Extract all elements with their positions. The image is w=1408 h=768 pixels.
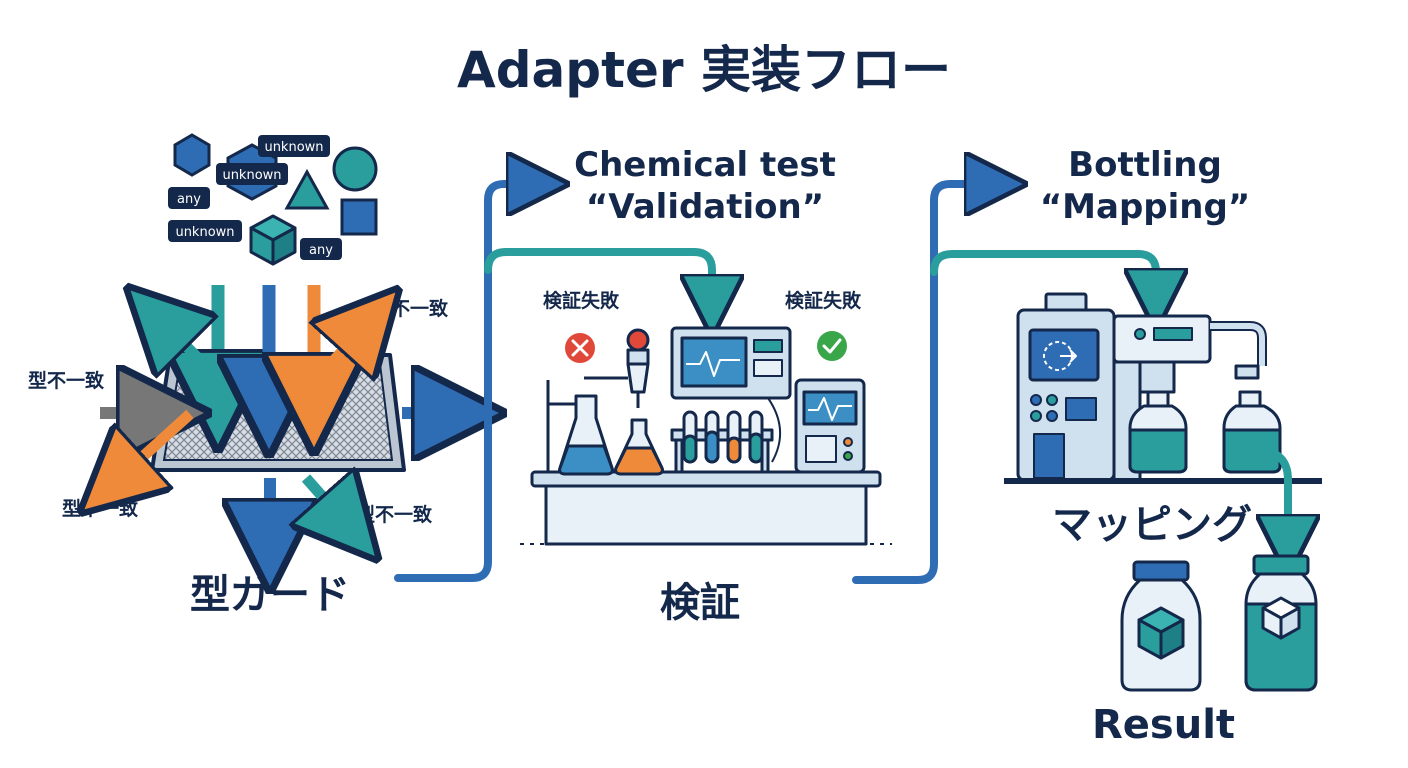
- dropper-icon: [584, 328, 650, 408]
- analyzer-machine-icon: [794, 378, 866, 474]
- tag-text: any: [309, 243, 333, 258]
- circle-shape-icon: [332, 146, 378, 192]
- mapping-label: マッピング: [1052, 502, 1252, 548]
- lab-bench: [520, 470, 892, 546]
- deflect-arrow-orange-down: [128, 409, 194, 470]
- output-arrow-down-right: [306, 478, 336, 512]
- tag-text: unknown: [222, 168, 281, 183]
- cube-shape-icon: [249, 214, 297, 266]
- result-bottle-clear-icon: [1120, 560, 1202, 692]
- unknown-tag: unknown: [216, 163, 288, 185]
- unknown-tag: unknown: [258, 135, 330, 157]
- deflect-arrow-orange: [318, 336, 356, 378]
- bottling-machine-icon: [1004, 292, 1322, 484]
- tag-text: any: [177, 192, 201, 207]
- output-arrow-to-result: [1256, 446, 1288, 530]
- mapping-heading-line1: Bottling: [1068, 145, 1222, 185]
- any-tag: any: [168, 187, 210, 209]
- validation-heading-line1: Chemical test: [574, 145, 836, 185]
- validation-status-right: 検証失敗: [785, 290, 862, 312]
- bottle-on-line-icon: [1128, 390, 1188, 474]
- flask-blue-icon: [558, 394, 614, 476]
- any-tag: any: [300, 238, 342, 260]
- test-tube-rack-icon: [670, 397, 782, 474]
- page-title: Adapter 実装フロー: [457, 41, 951, 99]
- square-shape-icon: [340, 198, 378, 236]
- type-tags: unknown unknown any unknown any: [168, 135, 342, 260]
- flask-orange-icon: [614, 418, 664, 476]
- result-label: Result: [1092, 702, 1236, 748]
- triangle-shape-icon: [284, 168, 330, 210]
- mismatch-label-left: 型不一致: [28, 370, 105, 392]
- status-fail-icon: [565, 333, 595, 363]
- result-bottle-filled-icon: [1244, 554, 1318, 692]
- validation-label: 検証: [660, 580, 740, 626]
- mapping-heading: Bottling “Mapping”: [1030, 144, 1260, 228]
- type-guard-filter: [150, 353, 406, 472]
- status-pass-icon: [817, 331, 847, 361]
- input-shapes: [173, 133, 378, 266]
- validation-status-left: 検証失敗: [543, 290, 620, 312]
- tag-text: unknown: [264, 140, 323, 155]
- flow-connector-1: [394, 184, 712, 582]
- validation-heading: Chemical test “Validation”: [560, 144, 850, 228]
- hexagon-shape-icon: [173, 133, 211, 177]
- unknown-tag: unknown: [168, 220, 242, 242]
- tag-text: unknown: [175, 225, 234, 240]
- validation-heading-line2: “Validation”: [585, 187, 825, 227]
- mapping-heading-line2: “Mapping”: [1039, 187, 1251, 227]
- monitor-screen-icon: [670, 326, 792, 400]
- flow-connector-2: [852, 184, 1156, 584]
- bottle-on-line-icon: [1222, 390, 1282, 474]
